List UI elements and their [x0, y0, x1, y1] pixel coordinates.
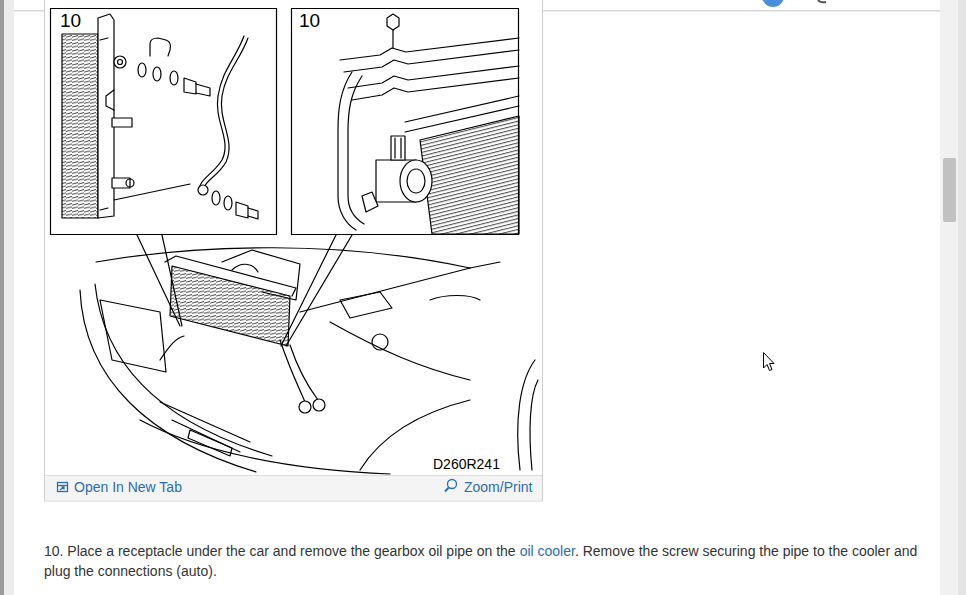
- oil-cooler-illustration-part: [170, 266, 290, 346]
- oil-cooler-illustration-part: [200, 36, 244, 186]
- toolbar-link: Zoom/Print: [464, 479, 532, 495]
- oil-cooler-illustration-part: [196, 84, 210, 96]
- mouse-cursor: [764, 353, 775, 371]
- mouse-cursor-part: [764, 353, 775, 371]
- oil-cooler-illustration-part: [114, 56, 126, 68]
- oil-cooler-illustration-part: [106, 90, 114, 110]
- oil-cooler-illustration-part: [204, 38, 248, 188]
- oil-cooler-illustration-part: [299, 401, 311, 413]
- browser-chrome-part: [0, 0, 4, 595]
- oil-cooler-illustration-part: [395, 138, 401, 158]
- oil-cooler-illustration-part: [114, 184, 190, 200]
- oil-cooler-illustration-part: [62, 34, 98, 218]
- oil-cooler-illustration-part: [281, 235, 352, 346]
- oil-cooler-illustration-part: [100, 38, 108, 210]
- oil-cooler-illustration-part: [344, 50, 519, 72]
- instruction-paragraph: 10. Place a receptacle under the car and…: [44, 541, 928, 581]
- figure-frame-part: [45, 475, 542, 476]
- oil-cooler-illustration-part: [160, 402, 250, 452]
- oil-cooler-illustration-part: [112, 118, 132, 127]
- glossary-link: oil cooler: [520, 543, 575, 559]
- oil-cooler-illustration: [51, 9, 539, 475]
- oil-cooler-illustration-part: [100, 300, 166, 372]
- oil-cooler-illustration-part: [405, 96, 519, 132]
- oil-cooler-illustration-part: [430, 296, 480, 301]
- figure-frame: [45, 0, 543, 501]
- browser-chrome-part: [4, 0, 14, 595]
- oil-cooler-illustration-part: [170, 71, 178, 85]
- browser-chrome-part: [943, 158, 956, 222]
- oil-cooler-illustration-part: [407, 169, 425, 193]
- toolbar-link: Open In New Tab: [74, 479, 182, 495]
- oil-cooler-illustration-part: [313, 399, 325, 411]
- oil-cooler-illustration-part: [470, 262, 500, 268]
- oil-cooler-illustration-part: [212, 191, 220, 205]
- oil-cooler-illustration-part: [292, 9, 519, 235]
- oil-cooler-illustration-part: [392, 30, 393, 48]
- oil-cooler-illustration-part: [118, 60, 123, 65]
- figure-code: D260R241: [433, 456, 500, 472]
- oil-cooler-illustration-part: [96, 248, 470, 268]
- oil-cooler-illustration-part: [330, 322, 470, 380]
- oil-cooler-illustration-part: [372, 334, 388, 350]
- browser-chrome-part: [940, 0, 966, 595]
- oil-cooler-illustration-part: [140, 420, 390, 474]
- oil-cooler-illustration-part: [232, 264, 258, 272]
- oil-cooler-illustration-part: [236, 202, 248, 218]
- oil-cooler-illustration-part: [420, 116, 519, 234]
- oil-cooler-illustration-part: [518, 360, 535, 470]
- oil-cooler-illustration-part: [222, 250, 300, 300]
- oil-cooler-illustration-part: [362, 192, 378, 212]
- oil-cooler-illustration-part: [348, 66, 519, 88]
- oil-cooler-illustration-part: [338, 72, 356, 230]
- oil-cooler-illustration-part: [160, 336, 184, 360]
- oil-cooler-illustration-part: [387, 14, 399, 30]
- oil-cooler-illustration-part: [391, 136, 405, 160]
- toolbar-icons-part: [58, 485, 68, 486]
- oil-cooler-illustration-part: [280, 340, 305, 402]
- toolbar-icons-part: [58, 483, 68, 492]
- toolbar-icons-part: [448, 480, 457, 489]
- oil-cooler-illustration-part: [530, 380, 538, 470]
- oil-cooler-illustration-part: [290, 345, 318, 400]
- oil-cooler-illustration-part: [340, 292, 392, 318]
- oil-cooler-illustration-part: [184, 78, 196, 94]
- toolbar-icons-part: [445, 487, 449, 491]
- oil-cooler-illustration-part: [300, 268, 470, 312]
- oil-cooler-illustration-part: [198, 185, 208, 195]
- browser-chrome-part: [818, 0, 826, 2]
- oil-cooler-illustration-part: [165, 256, 296, 296]
- callout-number: 10: [60, 10, 81, 32]
- figure-frame-part: [45, 0, 543, 501]
- oil-cooler-illustration-part: [348, 76, 364, 224]
- toolbar-icons-part: [60, 487, 64, 490]
- oil-cooler-illustration-part: [150, 38, 171, 56]
- oil-cooler-illustration-part: [352, 78, 519, 100]
- instruction-text: 10. Place a receptacle under the car and…: [44, 543, 516, 559]
- figure-frame-part: [45, 476, 542, 501]
- oil-cooler-illustration-part: [188, 430, 232, 456]
- oil-cooler-illustration-part: [138, 63, 146, 77]
- oil-cooler-illustration-part: [340, 38, 519, 60]
- browser-chrome-part: [762, 0, 784, 7]
- oil-cooler-illustration-part: [400, 160, 432, 202]
- oil-cooler-illustration-part: [51, 9, 277, 235]
- oil-cooler-illustration-part: [126, 179, 134, 187]
- oil-cooler-illustration-part: [153, 67, 161, 81]
- oil-cooler-illustration-part: [224, 196, 232, 210]
- browser-chrome-part: [958, 0, 966, 595]
- oil-cooler-illustration-part: [248, 208, 258, 219]
- callout-number: 10: [299, 10, 320, 32]
